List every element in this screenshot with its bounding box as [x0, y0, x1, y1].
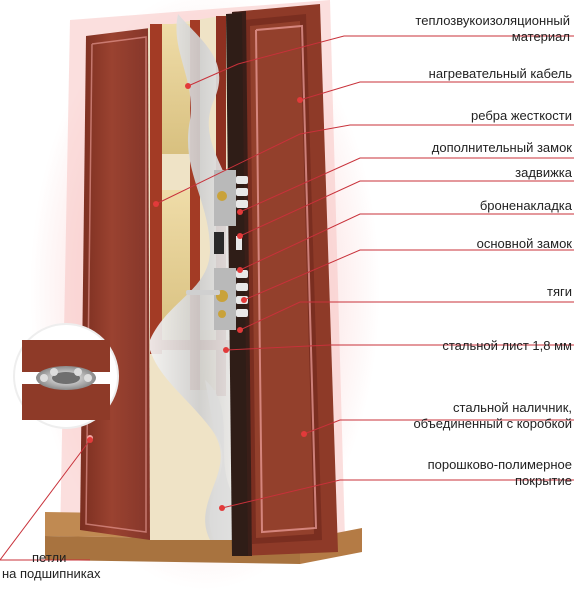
- label-steel-trim: стальной наличник, объединенный с коробк…: [413, 400, 572, 431]
- label-powder-coating: порошково-полимерное покрытие: [427, 457, 572, 488]
- label-main-lock: основной замок: [476, 236, 572, 251]
- leader-lines: [0, 35, 574, 561]
- armor-plate: [214, 232, 224, 254]
- leader-extra-lock: [239, 157, 574, 213]
- door-frame: [232, 4, 338, 556]
- leader-latch: [239, 180, 574, 237]
- door-handle: [186, 290, 220, 295]
- hinge-magnifier: [13, 323, 119, 429]
- label-rods: тяги: [547, 284, 572, 299]
- label-armor-plate: броненакладка: [479, 198, 572, 213]
- steel-sheet-cut: [150, 14, 236, 540]
- door-edge: [186, 13, 248, 556]
- leader-trim: [303, 419, 574, 435]
- leader-armor: [239, 213, 574, 271]
- label-heating-cable: нагревательный кабель: [428, 66, 572, 81]
- label-steel-sheet: стальной лист 1,8 мм: [442, 338, 572, 353]
- rib: [150, 24, 162, 354]
- label-extra-lock: дополнительный замок: [431, 140, 572, 155]
- label-latch: задвижка: [515, 165, 572, 180]
- label-insulation: теплозвукоизоляционный материал: [415, 13, 570, 44]
- label-hinges: петли на подшипниках: [2, 550, 101, 581]
- leader-heating-cable: [299, 81, 574, 101]
- leader-hinges: [0, 439, 91, 561]
- rib: [190, 20, 200, 390]
- leader-rods: [239, 301, 574, 331]
- leader-coating: [221, 479, 574, 509]
- leader-dots: [87, 83, 307, 511]
- leader-main-lock: [243, 249, 574, 301]
- leader-steel-sheet: [225, 344, 574, 351]
- leader-insulation: [187, 35, 574, 87]
- leader-ribs: [155, 124, 574, 205]
- lock-cylinder: [217, 191, 227, 201]
- door-leaf: [80, 28, 150, 540]
- label-stiffeners: ребра жесткости: [471, 108, 572, 123]
